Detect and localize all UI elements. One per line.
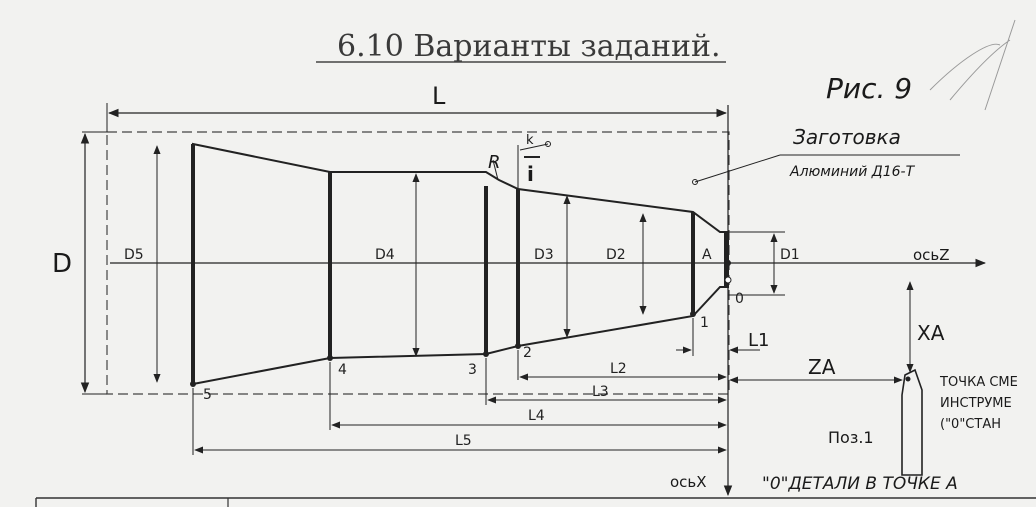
dim-l-label: L bbox=[432, 82, 446, 110]
dim-d2-label: D2 bbox=[606, 247, 626, 263]
tool-shape bbox=[901, 368, 923, 476]
point-4-label: 4 bbox=[338, 362, 347, 378]
tool-note-line1: ТОЧКА СМЕ bbox=[939, 375, 1018, 390]
point-0-dot bbox=[724, 276, 732, 284]
dim-za-label: ZA bbox=[808, 355, 836, 379]
workpiece-leader bbox=[694, 154, 781, 183]
dim-k-line bbox=[519, 143, 549, 151]
page-title: 6.10 Варианты заданий. bbox=[337, 29, 720, 64]
point-2-dot bbox=[515, 343, 521, 349]
tool-note-line3: ("0"СТАН bbox=[940, 417, 1001, 432]
point-3-label: 3 bbox=[468, 362, 477, 378]
dim-xa-label: XA bbox=[917, 321, 945, 345]
tool-note-line2: ИНСТРУМЕ bbox=[940, 396, 1012, 411]
point-0-label: 0 bbox=[735, 291, 744, 307]
dim-r-label: R bbox=[488, 152, 501, 173]
point-3-dot bbox=[483, 351, 489, 357]
point-1-dot bbox=[690, 311, 696, 317]
dim-k-label: k bbox=[526, 133, 534, 148]
dim-i-label: i bbox=[527, 162, 534, 186]
point-a-dot bbox=[725, 260, 731, 266]
dim-l2-label: L2 bbox=[610, 361, 627, 377]
dim-l5-label: L5 bbox=[455, 433, 472, 449]
point-5-label: 5 bbox=[203, 387, 212, 403]
point-a-label: A bbox=[702, 247, 712, 263]
axis-x-label: осьX bbox=[670, 473, 707, 491]
dim-r-leader bbox=[492, 159, 499, 181]
dim-k-dot bbox=[545, 141, 551, 147]
figure-label: Рис. 9 bbox=[826, 72, 912, 105]
origin-note: "0"ДЕТАЛИ В ТОЧКЕ А bbox=[762, 474, 958, 494]
dim-d-label: D bbox=[52, 249, 72, 279]
dim-l4-label: L4 bbox=[528, 408, 545, 424]
tool-position-label: Поз.1 bbox=[828, 428, 874, 447]
dim-d4-label: D4 bbox=[375, 247, 395, 263]
workpiece-label: Заготовка bbox=[793, 125, 901, 149]
workpiece-leader-dot bbox=[692, 179, 698, 185]
workpiece-material: Алюминий Д16-Т bbox=[789, 164, 916, 180]
dim-l1-label: L1 bbox=[748, 330, 769, 351]
point-1-label: 1 bbox=[700, 315, 709, 331]
point-2-label: 2 bbox=[523, 345, 532, 361]
axis-z-label: осьZ bbox=[913, 246, 950, 264]
tool-tip-dot bbox=[905, 376, 911, 382]
dim-l3-label: L3 bbox=[592, 384, 609, 400]
dim-d3-label: D3 bbox=[534, 247, 554, 263]
faint-scribble bbox=[929, 19, 1016, 111]
part-outline bbox=[192, 142, 729, 386]
dim-d1-label: D1 bbox=[780, 247, 800, 263]
dim-d5-label: D5 bbox=[124, 247, 144, 263]
point-4-dot bbox=[327, 355, 333, 361]
point-5-dot bbox=[190, 381, 196, 387]
